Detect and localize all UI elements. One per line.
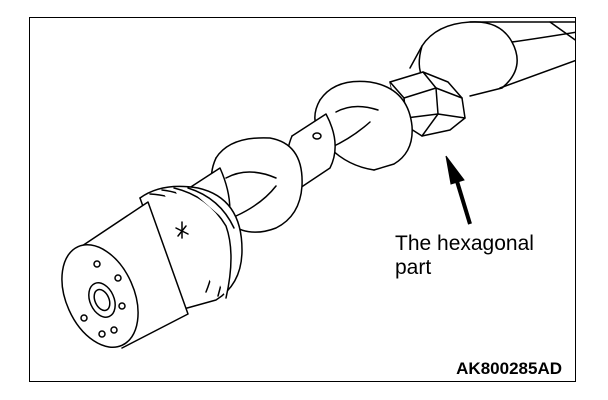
rear-cam-lobe [409, 21, 575, 97]
cam-lobe-middle [314, 80, 413, 171]
callout-line-2: part [395, 256, 432, 279]
front-flange [61, 201, 189, 349]
callout-line-1: The hexagonal [395, 232, 534, 255]
diagram-frame: The hexagonal part AK800285AD [29, 17, 576, 382]
callout-arrow [445, 155, 472, 225]
camshaft-illustration [61, 21, 575, 349]
figure-code: AK800285AD [456, 359, 562, 378]
hexagonal-part-callout: The hexagonal part [395, 232, 534, 280]
front-bearing-journal [139, 185, 243, 311]
